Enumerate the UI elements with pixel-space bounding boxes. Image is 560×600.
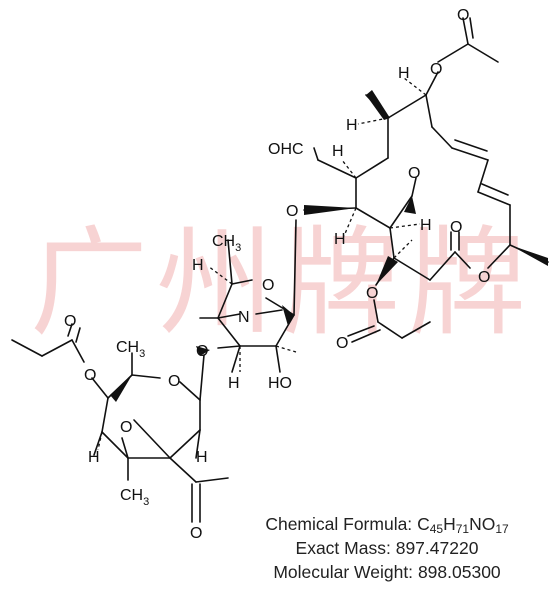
compound-info: Chemical Formula: C45H71NO17 Exact Mass:…: [222, 512, 552, 584]
mol-weight-label: Molecular Weight:: [273, 562, 414, 582]
chemical-formula: Chemical Formula: C45H71NO17: [222, 512, 552, 536]
formula-label: Chemical Formula:: [265, 514, 413, 534]
bond-lines: [11, 17, 549, 523]
atom-ch3: CH3: [120, 487, 149, 508]
atom-ch3: CH3: [116, 339, 145, 360]
exact-mass-label: Exact Mass:: [295, 538, 391, 558]
exact-mass: Exact Mass: 897.47220: [222, 536, 552, 560]
atom-labels: O O H H OHC H O O H O H CH3 O H O O N O …: [64, 7, 490, 542]
atom-h: H: [398, 65, 410, 82]
atom-o-ring: O: [262, 277, 274, 294]
mol-weight-value: 898.05300: [417, 562, 501, 582]
atom-ch3: CH3: [212, 233, 241, 254]
atom-h: H: [228, 375, 240, 392]
atom-h: H: [420, 217, 432, 234]
atom-o-lactone: O: [478, 269, 490, 286]
atom-n: N: [238, 309, 250, 326]
atom-h: H: [334, 231, 346, 248]
atom-o-methoxy: O: [408, 165, 420, 182]
atom-o-lactone-carbonyl: O: [450, 219, 462, 236]
stereo-wedges: [110, 90, 548, 402]
formula-value: C45H71NO17: [417, 514, 509, 536]
atom-o-ester: O: [366, 285, 378, 302]
atom-hydroxyl: HO: [268, 375, 292, 392]
atom-aldehyde: OHC: [268, 141, 304, 158]
exact-mass-value: 897.47220: [395, 538, 479, 558]
atom-h: H: [196, 449, 208, 466]
atom-o-acetate: O: [430, 61, 442, 78]
atom-o-glycosidic: O: [286, 203, 298, 220]
atom-o-acetyl-carbonyl: O: [190, 525, 202, 542]
atom-o-ester-carbonyl: O: [64, 313, 76, 330]
hash-bonds: [97, 77, 427, 451]
atom-h: H: [332, 143, 344, 160]
atom-o-ester-carbonyl: O: [336, 335, 348, 352]
atom-o-epoxide: O: [120, 419, 132, 436]
atom-h: H: [346, 117, 358, 134]
molecular-weight: Molecular Weight: 898.05300: [222, 560, 552, 584]
atom-o-ester: O: [84, 367, 96, 384]
atom-o-ring: O: [168, 373, 180, 390]
atom-o-acetate-carbonyl: O: [457, 7, 469, 24]
atom-o-glycosidic: O: [196, 343, 208, 360]
atom-h: H: [88, 449, 100, 466]
atom-h: H: [192, 257, 204, 274]
